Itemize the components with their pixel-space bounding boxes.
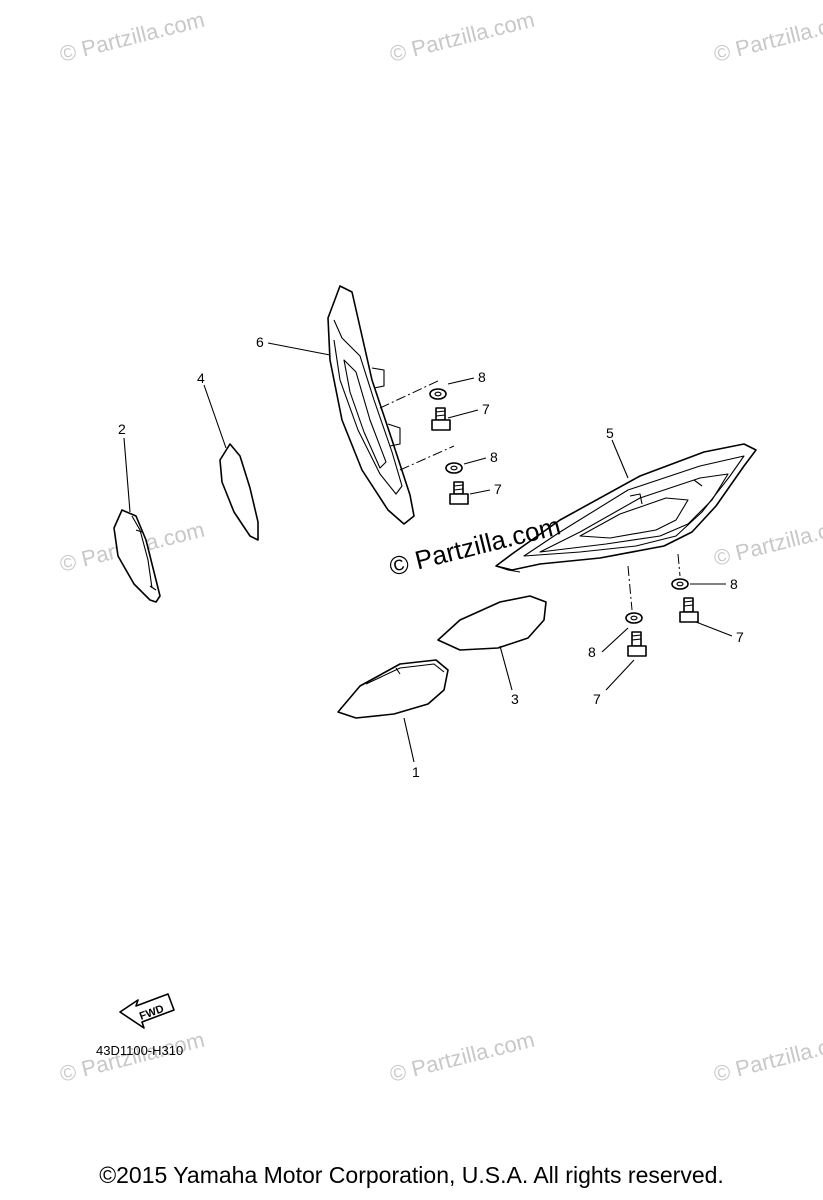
part-6-side-cover[interactable] [327, 285, 415, 525]
watermark: © Partzilla.com [57, 7, 207, 67]
collar-8d[interactable] [625, 612, 643, 624]
callout-8c: 8 [730, 576, 738, 592]
leader-lines [123, 342, 733, 763]
collar-8c[interactable] [671, 578, 689, 590]
part-5-side-cover[interactable] [495, 443, 757, 573]
part-2-cover[interactable] [113, 509, 161, 603]
bolt-7c[interactable] [679, 597, 699, 623]
bolt-7a[interactable] [431, 407, 451, 431]
watermark: © Partzilla.com [711, 1027, 823, 1087]
part-3-seal[interactable] [437, 595, 547, 651]
callout-2: 2 [118, 421, 126, 437]
part-4-seal[interactable] [219, 443, 259, 541]
callout-5: 5 [606, 425, 614, 441]
collar-8b[interactable] [445, 462, 463, 474]
copyright-notice: ©2015 Yamaha Motor Corporation, U.S.A. A… [99, 1162, 724, 1188]
watermark: © Partzilla.com [387, 7, 537, 67]
callout-6: 6 [256, 334, 264, 350]
collar-8a[interactable] [429, 388, 447, 400]
watermark: © Partzilla.com [711, 511, 823, 571]
assembly-lines [379, 379, 681, 611]
watermark: © Partzilla.com [711, 7, 823, 67]
callout-7d: 7 [593, 691, 601, 707]
callout-8a: 8 [478, 369, 486, 385]
callout-3: 3 [511, 691, 519, 707]
callout-7c: 7 [736, 629, 744, 645]
callout-7b: 7 [494, 481, 502, 497]
callout-1: 1 [412, 764, 420, 780]
callout-7a: 7 [482, 401, 490, 417]
callouts: 6 4 2 5 8 7 8 7 8 7 8 7 3 1 [118, 334, 744, 780]
callout-8d: 8 [588, 644, 596, 660]
callout-8b: 8 [490, 449, 498, 465]
callout-4: 4 [197, 370, 205, 386]
part-1-cover[interactable] [337, 659, 449, 719]
bolt-7b[interactable] [449, 481, 469, 505]
bolt-7d[interactable] [627, 631, 647, 657]
drawing-code: 43D1100-H310 [96, 1043, 183, 1058]
watermark: © Partzilla.com [387, 1027, 537, 1087]
fwd-arrow-icon: FWD [119, 993, 175, 1029]
